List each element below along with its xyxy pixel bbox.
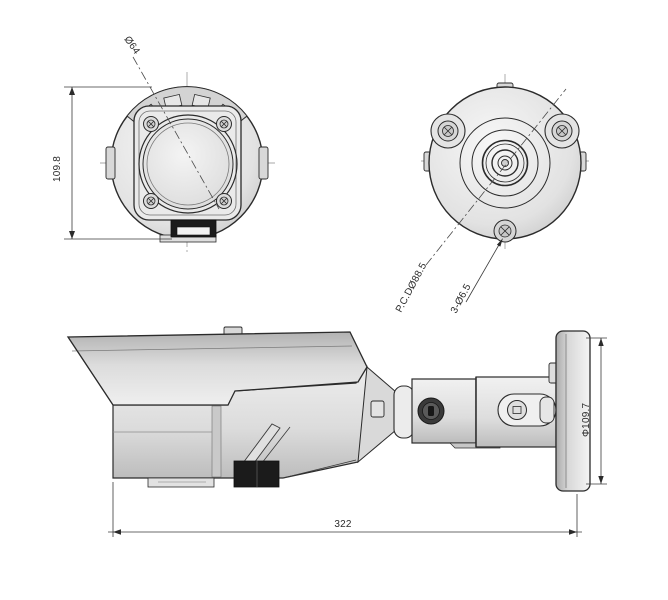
front-right-tab: [258, 146, 269, 180]
pcd-label: P.C.DØ88.5: [394, 261, 429, 315]
dim-length: 322: [108, 482, 582, 537]
side-view: [66, 326, 591, 492]
front-view: Ø64: [100, 34, 275, 252]
rear-hub-rings: [459, 117, 551, 209]
side-sunshield: [66, 326, 368, 406]
side-bracket-arm-rear: [475, 376, 557, 448]
screw-icon: [216, 116, 232, 132]
rear-mount-ears: [430, 113, 580, 243]
lens-diameter-label: Ø64: [122, 34, 142, 56]
side-bottom-tray: [147, 477, 215, 488]
front-height-label: 109.8: [52, 156, 63, 182]
length-label: 322: [334, 519, 352, 530]
front-screws: [143, 116, 232, 209]
dim-mount-holes: 3-Ø6.5: [449, 238, 503, 315]
screw-icon: [143, 116, 159, 132]
dim-base-diameter: Φ109.7: [581, 337, 607, 485]
screw-icon: [551, 120, 573, 142]
mount-holes-label: 3-Ø6.5: [449, 282, 474, 315]
side-ball-joint: [357, 365, 415, 464]
lock-knob-icon: [417, 397, 445, 425]
screw-icon: [216, 193, 232, 209]
side-wall-plate: [548, 330, 591, 492]
side-cable-connector: [233, 460, 280, 488]
screw-icon: [507, 400, 527, 420]
front-left-tab: [105, 146, 116, 180]
side-bracket-arm: [411, 378, 501, 449]
base-diameter-label: Φ109.7: [581, 403, 592, 437]
side-focus-ring-seam: [211, 405, 222, 478]
screw-icon: [437, 120, 459, 142]
front-lens: [138, 114, 238, 214]
screw-icon: [493, 219, 517, 243]
dim-front-height: 109.8: [52, 86, 172, 240]
front-bottom-connector: [159, 219, 217, 243]
rear-view: P.C.DØ88.5 3-Ø6.5: [394, 74, 589, 315]
screw-icon: [143, 193, 159, 209]
